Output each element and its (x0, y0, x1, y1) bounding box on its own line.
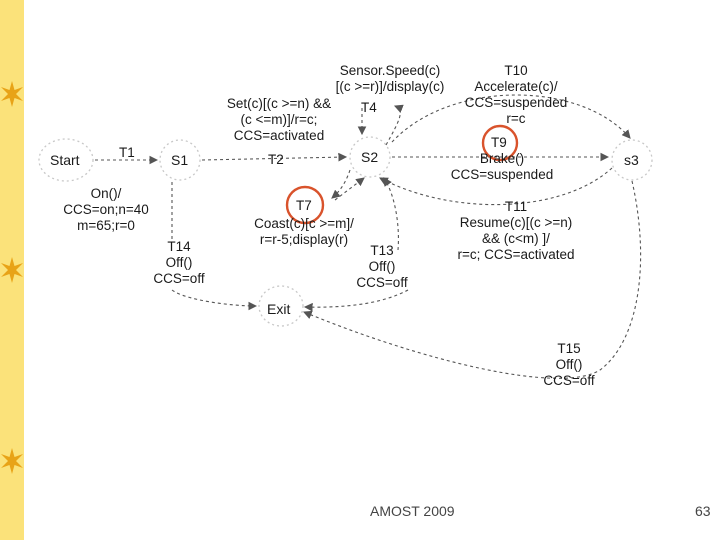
highlight-ring-t7 (285, 185, 325, 225)
state-s2-outline (349, 136, 391, 178)
transition-id-t2: T2 (268, 152, 284, 167)
state-s3-outline (611, 139, 653, 181)
edge-t2 (201, 152, 348, 162)
edge-t10 (391, 94, 631, 143)
transition-label-t1: On()/ CCS=on;n=40 m=65;r=0 (63, 186, 149, 233)
edge-t13-exit (303, 289, 409, 312)
edge-t7-back (331, 169, 351, 199)
decorative-sidebar (0, 0, 24, 540)
state-s2-label: S2 (361, 149, 379, 165)
edge-t13 (383, 177, 399, 251)
edge-t15 (302, 180, 642, 379)
footer-caption: AMOST 2009 (370, 503, 455, 519)
transition-id-t1: T1 (119, 145, 135, 160)
transition-id-t9: T9 (491, 135, 507, 150)
transition-label-t15: T15 Off() CCS=off (543, 341, 595, 388)
transition-label-t14: T14 Off() CCS=off (153, 239, 205, 286)
transition-label-t9: Brake() CCS=suspended (450, 151, 554, 182)
star-icon (1, 257, 23, 283)
transition-label-t10: T10 Accelerate(c)/ CCS=suspended r=c (464, 63, 568, 126)
state-start-outline (38, 138, 94, 182)
state-s1-outline (159, 139, 201, 181)
transition-label-t2: Set(c)[(c >=n) && (c <=m)]/r=c; CCS=acti… (226, 96, 332, 143)
state-s3-label: s3 (624, 152, 639, 168)
page-number: 63 (695, 503, 711, 519)
highlight-ring-t9 (481, 124, 519, 162)
star-icon (1, 448, 23, 474)
transition-label-t7: Coast(c)[c >=m]/ r=r-5;display(r) (254, 216, 354, 247)
transition-label-t4: Sensor.Speed(c) [(c >=r)]/display(c) (335, 63, 445, 94)
edge-t7 (334, 177, 365, 201)
transition-label-t13: T13 Off() CCS=off (356, 243, 408, 290)
transition-id-t4: T4 (361, 100, 377, 115)
transition-label-t11: T11 Resume(c)[(c >=n) && (c<m) ]/ r=c; C… (457, 199, 575, 262)
transition-id-t7: T7 (296, 198, 312, 213)
state-s1-label: S1 (171, 152, 189, 168)
state-exit-label: Exit (267, 301, 291, 317)
edge-t14 (171, 182, 256, 306)
edge-t4-loop (385, 104, 404, 146)
state-start-label: Start (50, 152, 80, 168)
star-icon (1, 81, 23, 107)
